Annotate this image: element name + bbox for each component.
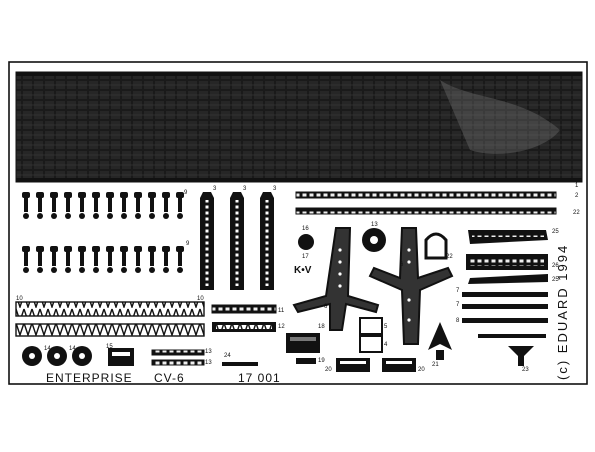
part-label: 7 [456,302,460,308]
part-label: 20 [325,367,332,373]
part-29 [382,358,416,372]
part-9-strip [478,334,546,338]
part-24 [222,362,258,366]
watermark-logo [440,80,560,154]
part-13-strip-b [151,359,205,366]
part-label: 13 [205,349,212,355]
part-label: 3 [273,186,277,192]
part-2-strip [295,191,557,199]
part-label: 9 [184,190,188,196]
flight-deck-part [15,71,583,183]
part-label: 22 [573,210,580,216]
part-label: 17 [302,254,309,260]
part-label: 12 [278,324,285,330]
part-label: 7 [456,288,460,294]
part-label: 25 [552,277,559,283]
part-7-strip-a [462,292,548,297]
part-label: 19 [318,358,325,364]
part-23 [508,346,534,366]
part-label: 15 [106,344,113,350]
part-9-row-top [22,192,184,219]
part-11 [211,304,277,314]
part-3-ladders [200,192,274,290]
part-label: 13 [205,360,212,366]
part-label: 25 [552,229,559,235]
part-label: 4 [384,342,388,348]
part-label: 14 [69,346,76,352]
part-label: 8 [456,318,460,324]
part-label: 3 [243,186,247,192]
part-number: 17 001 [238,371,281,385]
part-6-crane-right [368,227,454,345]
part-label: 6 [400,262,404,268]
part-13-strip-a [151,349,205,356]
part-label: 21 [432,362,439,368]
part-label: 20 [418,367,425,373]
part-label: 9 [186,241,190,247]
part-19 [296,358,316,364]
part-22-arch [424,232,448,260]
copyright-text: (c) EDUARD 1994 [555,243,570,380]
part-label: 10 [197,296,204,302]
part-label: 23 [522,367,529,373]
part-20 [336,358,370,372]
part-21 [428,322,452,350]
part-18 [286,333,320,353]
part-label: 1 [575,183,579,189]
part-15 [108,348,134,366]
maker-mark: K•V [294,265,312,276]
part-label: 26 [552,263,559,269]
part-label: 5 [384,324,388,330]
railing-strip-upper [15,301,205,317]
part-label: 13 [371,222,378,228]
ship-designation: CV-6 [154,371,185,385]
part-label: 10 [16,296,23,302]
railing-strip-lower [15,323,205,337]
part-4 [359,335,383,353]
part-label: 11 [278,308,285,314]
part-14-wheels [22,346,92,366]
part-label: 22 [446,254,453,260]
part-9-row-bottom [22,246,184,273]
part-6-crane-left [292,227,380,331]
part-label: 16 [302,226,309,232]
part-label: 14 [44,346,51,352]
part-7-strip-b [462,304,548,309]
fret-frame [8,61,588,385]
part-22-strip [295,207,557,215]
part-label: 24 [224,353,231,359]
part-label: 2 [575,193,579,199]
part-label: 3 [213,186,217,192]
part-5 [359,317,383,335]
part-label: 6 [324,304,328,310]
part-label: 18 [318,324,325,330]
ship-title: ENTERPRISE [46,371,133,385]
part-8-strip [462,318,548,323]
part-16-disc [298,234,314,250]
part-25-lower [468,274,548,284]
